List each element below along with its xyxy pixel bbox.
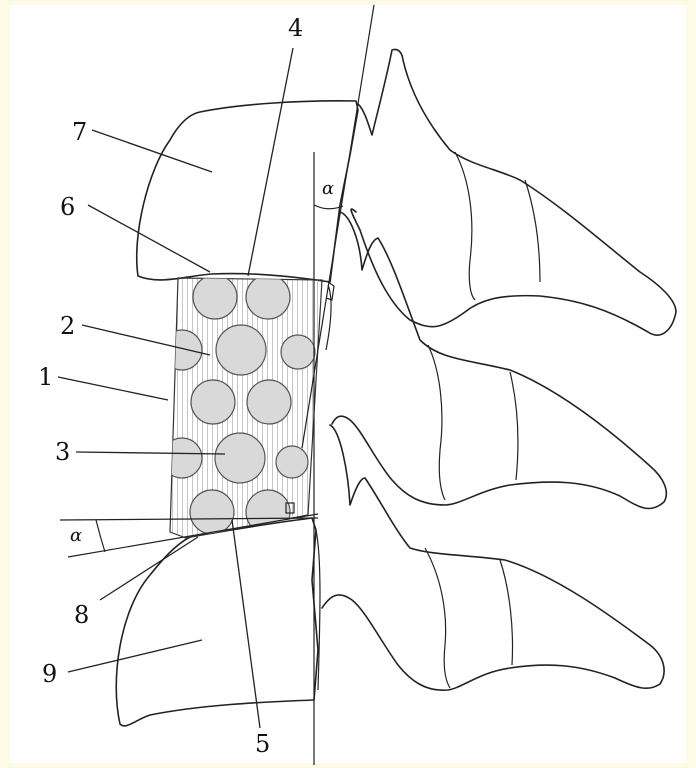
cage-hole bbox=[246, 275, 290, 319]
cage-hole bbox=[281, 335, 315, 369]
label-3: 3 bbox=[55, 438, 70, 466]
leader-line-6 bbox=[88, 205, 210, 272]
lamina-line-lower bbox=[500, 560, 513, 665]
label-9: 9 bbox=[42, 660, 57, 688]
facet-line-upper bbox=[455, 152, 475, 300]
lower-vertebral-body bbox=[116, 518, 318, 726]
cage-hole bbox=[191, 380, 235, 424]
label-8: 8 bbox=[74, 601, 89, 629]
leader-line-9 bbox=[68, 640, 202, 672]
cage-hole bbox=[190, 490, 234, 534]
alpha-label-left: α bbox=[70, 525, 82, 546]
cage-hole bbox=[215, 433, 265, 483]
leader-line-7 bbox=[92, 130, 212, 172]
angle-arc-left bbox=[96, 520, 105, 552]
cage-hole bbox=[193, 275, 237, 319]
cage-hole bbox=[216, 325, 266, 375]
posterior-element-middle bbox=[332, 212, 666, 509]
cage-hole bbox=[247, 380, 291, 424]
cage-hole bbox=[246, 490, 290, 534]
cage-hole bbox=[162, 330, 202, 370]
label-1: 1 bbox=[38, 363, 53, 391]
label-5: 5 bbox=[255, 730, 270, 758]
cage-hole bbox=[162, 438, 202, 478]
lamina-line-middle bbox=[510, 372, 518, 480]
label-2: 2 bbox=[60, 312, 75, 340]
posterior-element-lower bbox=[322, 425, 664, 690]
angle-arc-top bbox=[314, 205, 343, 209]
leader-line-1 bbox=[58, 377, 168, 400]
alpha-label-top: α bbox=[322, 178, 334, 199]
leader-line-8 bbox=[100, 537, 198, 600]
facet-line-lower bbox=[425, 548, 450, 688]
leader-line-5 bbox=[232, 520, 260, 728]
cage-hole bbox=[276, 446, 308, 478]
posterior-element-upper bbox=[351, 49, 676, 335]
label-7: 7 bbox=[72, 118, 87, 146]
label-6: 6 bbox=[60, 193, 75, 221]
facet-line-middle bbox=[428, 345, 445, 500]
lamina-line-upper bbox=[525, 180, 540, 282]
label-4: 4 bbox=[288, 14, 303, 42]
inclined-axis-line bbox=[302, 5, 374, 448]
leader-line-4 bbox=[248, 48, 293, 276]
